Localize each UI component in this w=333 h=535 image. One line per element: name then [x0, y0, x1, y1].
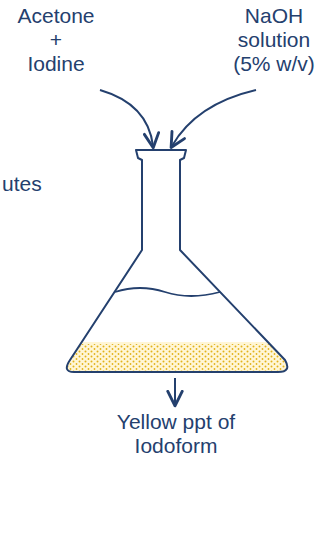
reagent-label: NaOH solution (5% w/v) [220, 4, 328, 76]
liquid-surface [115, 288, 220, 296]
pour-arrow [172, 90, 256, 146]
precipitate-dots [60, 344, 300, 374]
precipitate [60, 342, 300, 374]
reagent-label: Acetone + Iodine [6, 4, 106, 76]
note-fragment: utes [2, 172, 62, 196]
pour-arrow [100, 90, 153, 146]
product-label: Yellow ppt of Iodoform [112, 410, 240, 458]
result-arrow [174, 378, 176, 404]
conical-flask [67, 150, 288, 372]
